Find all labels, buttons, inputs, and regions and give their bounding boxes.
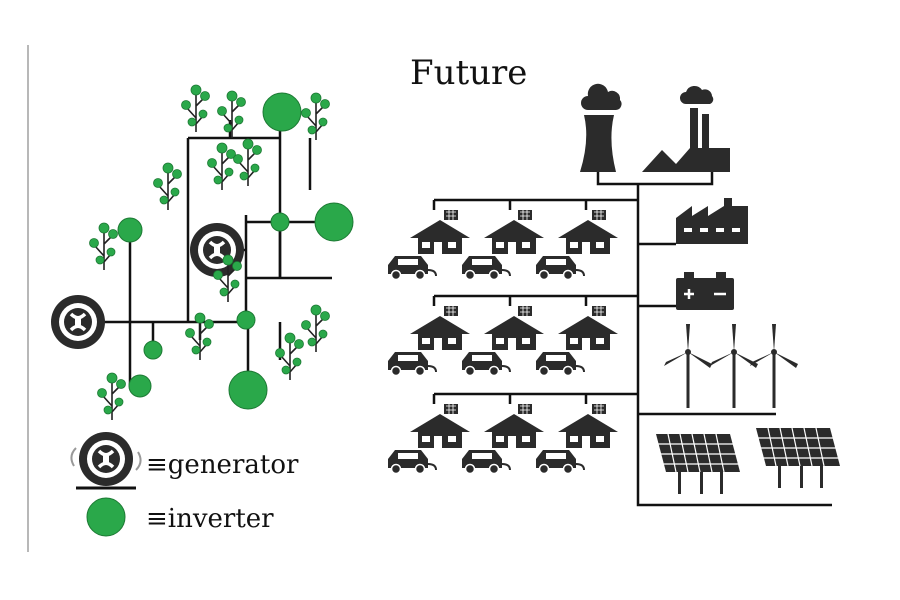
wind-turbine-icon bbox=[664, 324, 712, 408]
leaf-cluster-icon bbox=[300, 92, 331, 141]
leaf-cluster-icon bbox=[216, 90, 247, 139]
house-with-solar-icon bbox=[409, 305, 471, 351]
wind-turbine-icon bbox=[750, 324, 798, 408]
legend-generator-icon bbox=[77, 430, 135, 488]
inverter-circle bbox=[117, 217, 143, 243]
household-row bbox=[387, 198, 638, 281]
generator-icon bbox=[49, 293, 107, 351]
electric-car-icon bbox=[535, 351, 585, 377]
house-with-solar-icon bbox=[557, 209, 619, 255]
electric-car-icon bbox=[535, 449, 585, 475]
house-with-solar-icon bbox=[557, 305, 619, 351]
electric-car-icon bbox=[461, 351, 511, 377]
leaf-cluster-icon bbox=[96, 372, 127, 421]
leaf-cluster-icon bbox=[152, 162, 183, 211]
house-with-solar-icon bbox=[483, 403, 545, 449]
inverter-circle bbox=[236, 310, 256, 330]
electric-car-icon bbox=[535, 255, 585, 281]
house-with-solar-icon bbox=[409, 209, 471, 255]
electric-car-icon bbox=[387, 255, 437, 281]
house-with-solar-icon bbox=[483, 305, 545, 351]
future-grid bbox=[387, 83, 841, 507]
house-with-solar-icon bbox=[557, 403, 619, 449]
legend: ≡generator ≡inverter bbox=[70, 430, 299, 537]
inverter-circle bbox=[128, 374, 152, 398]
leaf-cluster-icon bbox=[184, 312, 215, 361]
cooling-tower-icon bbox=[580, 83, 622, 172]
legend-inverter-label: ≡inverter bbox=[146, 504, 274, 534]
leaf-cluster-icon bbox=[88, 222, 119, 271]
legend-inverter-icon bbox=[86, 497, 126, 537]
legend-generator-label: ≡generator bbox=[146, 450, 299, 480]
microgrid-network bbox=[49, 84, 354, 421]
solar-panel-icon bbox=[655, 433, 741, 495]
inverter-circle bbox=[228, 370, 268, 410]
inverter-circle bbox=[270, 212, 290, 232]
diagram-title: Future bbox=[410, 53, 527, 93]
factory-icon bbox=[676, 198, 748, 244]
leaf-cluster-icon bbox=[300, 304, 331, 353]
inverter-circle bbox=[143, 340, 163, 360]
electric-car-icon bbox=[387, 449, 437, 475]
inverter-circle bbox=[262, 92, 302, 132]
leaf-cluster-icon bbox=[232, 138, 263, 187]
electric-car-icon bbox=[461, 255, 511, 281]
leaf-cluster-icon bbox=[206, 142, 237, 191]
coal-plant-icon bbox=[642, 85, 730, 172]
household-row bbox=[387, 392, 638, 475]
electric-car-icon bbox=[387, 351, 437, 377]
battery-icon bbox=[676, 272, 734, 310]
inverter-circle bbox=[314, 202, 354, 242]
solar-panel-icon bbox=[755, 427, 841, 489]
house-with-solar-icon bbox=[409, 403, 471, 449]
household-row bbox=[387, 294, 638, 377]
house-with-solar-icon bbox=[483, 209, 545, 255]
leaf-cluster-icon bbox=[180, 84, 211, 133]
wind-turbine-icon bbox=[710, 324, 758, 408]
electric-car-icon bbox=[461, 449, 511, 475]
